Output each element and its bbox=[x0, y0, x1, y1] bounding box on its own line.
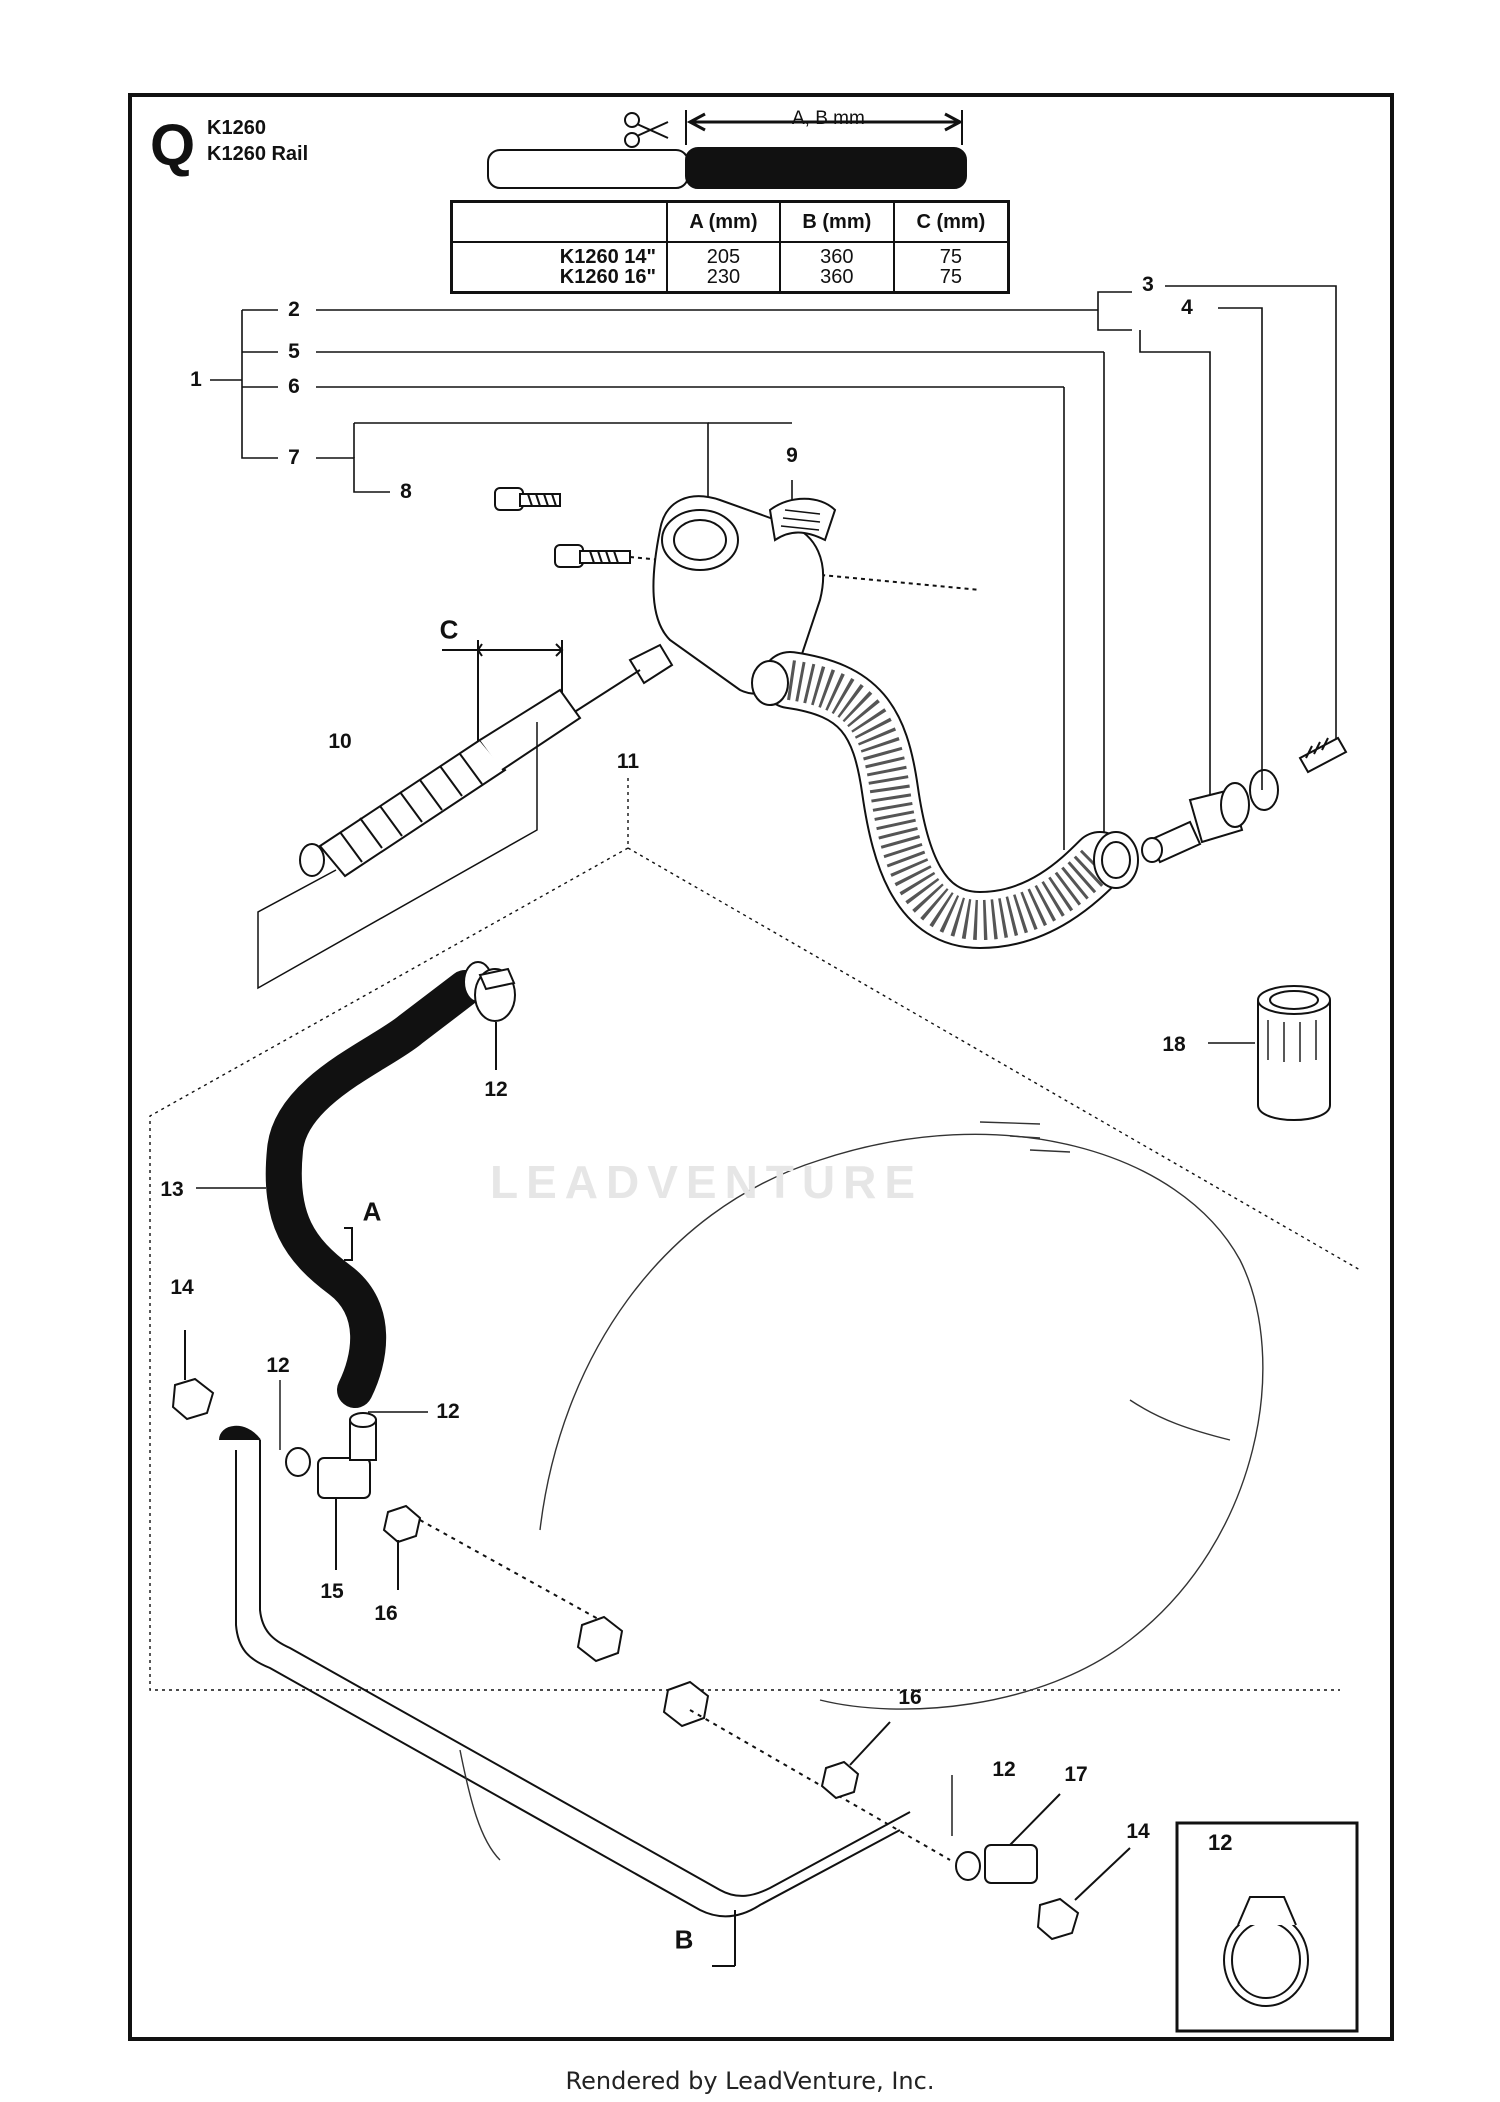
callout-16-a: 16 bbox=[374, 1602, 398, 1625]
coupling-18 bbox=[1257, 985, 1331, 1121]
callout-12-c: 12 bbox=[436, 1400, 460, 1423]
hose-cut-illustration bbox=[487, 110, 967, 189]
handle-body-7 bbox=[628, 495, 825, 695]
callout-10: 10 bbox=[328, 730, 352, 753]
dimension-letter-b: B bbox=[674, 1924, 694, 1955]
clamp-5 bbox=[1093, 831, 1139, 889]
table-cell-model: K1260 14" K1260 16" bbox=[450, 241, 668, 294]
spring-10 bbox=[299, 688, 582, 878]
section-letter: Q bbox=[150, 113, 196, 178]
nut-16-right bbox=[820, 1721, 891, 1800]
dimension-letter-c: C bbox=[439, 614, 459, 645]
callout-16-b: 16 bbox=[898, 1686, 922, 1709]
clip-9 bbox=[768, 497, 837, 542]
table-header-c: C (mm) bbox=[892, 200, 1010, 243]
hose-13 bbox=[265, 961, 493, 1408]
value-a-16: 230 bbox=[706, 266, 741, 288]
nut-16-left bbox=[382, 1504, 422, 1590]
callout-12-b: 12 bbox=[266, 1354, 290, 1377]
callout-18: 18 bbox=[1162, 1033, 1186, 1056]
table-cell-a: 205 230 bbox=[666, 241, 781, 294]
braided-hose-6 bbox=[751, 651, 1129, 950]
callout-17: 17 bbox=[1064, 1763, 1088, 1786]
value-b-14: 360 bbox=[820, 246, 854, 268]
footer-credit: Rendered by LeadVenture, Inc. bbox=[565, 2067, 935, 2095]
model-16: K1260 16" bbox=[559, 266, 656, 288]
callout-9: 9 bbox=[786, 444, 798, 467]
callout-4: 4 bbox=[1181, 296, 1193, 319]
table-cell-b: 360 360 bbox=[778, 241, 895, 294]
callout-1: 1 bbox=[190, 368, 202, 391]
inset-label: 12 bbox=[1208, 1830, 1233, 1855]
table-cell-c: 75 75 bbox=[892, 241, 1010, 294]
callout-5: 5 bbox=[288, 340, 300, 363]
callout-3: 3 bbox=[1142, 273, 1154, 296]
value-a-14: 205 bbox=[706, 246, 741, 268]
table-header-b: B (mm) bbox=[778, 200, 895, 243]
hex-nut bbox=[576, 1615, 710, 1728]
callout-13: 13 bbox=[160, 1178, 184, 1201]
fitting-14-right bbox=[1036, 1847, 1131, 1941]
screw-2 bbox=[1298, 736, 1348, 774]
fitting-17 bbox=[955, 1793, 1061, 1884]
value-b-16: 360 bbox=[820, 266, 854, 288]
model-name-2: K1260 Rail bbox=[207, 143, 309, 165]
tee-valve-15 bbox=[285, 1412, 377, 1570]
scissors-icon bbox=[624, 112, 669, 148]
dimension-header: A, B mm bbox=[792, 108, 865, 129]
leader-10-box bbox=[257, 722, 538, 990]
model-14: K1260 14" bbox=[559, 246, 656, 268]
callout-6: 6 bbox=[288, 375, 300, 398]
blade-guard-background bbox=[459, 1121, 1264, 1861]
axis-dashed-1 bbox=[419, 1519, 601, 1621]
table-row: K1260 14" K1260 16" 205 230 360 360 75 7… bbox=[450, 241, 1010, 294]
value-c-16: 75 bbox=[939, 266, 963, 288]
assembly-outline-11 bbox=[149, 778, 1361, 1691]
watermark: LEADVENTURE bbox=[490, 1156, 924, 1208]
clamp-12-inset bbox=[1223, 1896, 1309, 2007]
clamp-12-top bbox=[474, 967, 516, 1070]
callout-8: 8 bbox=[400, 480, 412, 503]
table-header-a: A (mm) bbox=[666, 200, 781, 243]
callout-7: 7 bbox=[288, 446, 300, 469]
callout-12-d: 12 bbox=[992, 1758, 1016, 1781]
callout-14-a: 14 bbox=[170, 1276, 194, 1299]
callout-11: 11 bbox=[616, 750, 640, 773]
callout-2: 2 bbox=[288, 298, 300, 321]
inset-frame bbox=[1175, 1821, 1359, 2033]
axis-dashed-2 bbox=[689, 1709, 951, 1861]
table-header-row: A (mm) B (mm) C (mm) bbox=[450, 200, 1010, 243]
callout-12-a: 12 bbox=[484, 1078, 508, 1101]
dimension-table: A (mm) B (mm) C (mm) K1260 14" K1260 16"… bbox=[450, 200, 1010, 294]
pipe-b bbox=[219, 1425, 911, 1967]
diagram-frame bbox=[128, 93, 1394, 2041]
callout-15: 15 bbox=[320, 1580, 344, 1603]
nipple-4 bbox=[1141, 782, 1250, 864]
callout-leaders bbox=[210, 285, 1337, 868]
callout-14-b: 14 bbox=[1126, 1820, 1150, 1843]
table-header-model bbox=[450, 200, 668, 243]
fitting-14-left bbox=[171, 1330, 215, 1421]
dimension-letter-a: A bbox=[362, 1196, 382, 1227]
value-c-14: 75 bbox=[939, 246, 963, 268]
model-name-1: K1260 bbox=[207, 117, 266, 139]
dimension-a bbox=[344, 1227, 353, 1261]
o-ring-3 bbox=[1249, 769, 1279, 811]
